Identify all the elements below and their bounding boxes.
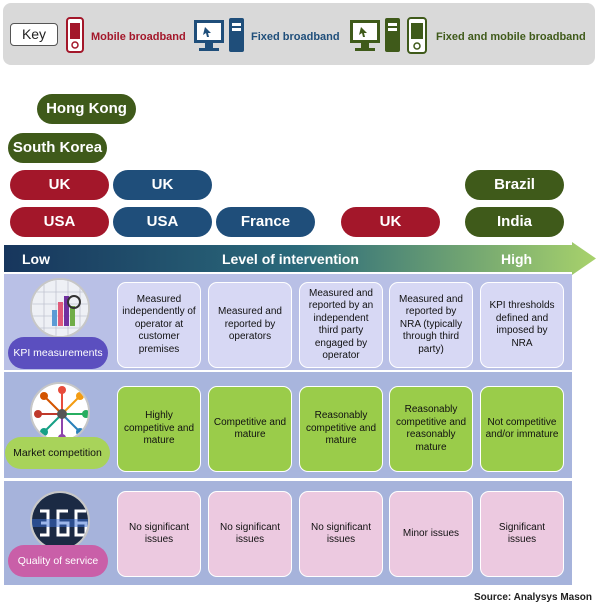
mobile-phone-icon — [66, 17, 84, 53]
market-cell-1: Highly competitive and mature — [117, 386, 201, 472]
arrow-high-label: High — [501, 251, 533, 267]
country-usa-fixed: USA — [113, 207, 212, 237]
country-france: France — [216, 207, 315, 237]
kpi-cell-3: Measured and reported by an independent … — [299, 282, 383, 368]
kpi-measurements-label: KPI measurements — [8, 337, 108, 369]
key-label: Key — [10, 23, 58, 46]
qos-cell-4: Minor issues — [389, 491, 473, 577]
qos-cell-1: No significant issues — [117, 491, 201, 577]
country-south-korea: South Korea — [8, 133, 107, 163]
country-india: India — [465, 207, 564, 237]
key-both-label: Fixed and mobile broadband — [436, 31, 586, 43]
country-uk-col4: UK — [341, 207, 440, 237]
arrow-low-label: Low — [22, 251, 50, 267]
market-cell-5: Not competitive and/or immature — [480, 386, 564, 472]
kpi-cell-4: Measured and reported by NRA (typically … — [389, 282, 473, 368]
country-hong-kong: Hong Kong — [37, 94, 136, 124]
country-uk-fixed: UK — [113, 170, 212, 200]
country-uk-mobile: UK — [10, 170, 109, 200]
country-usa-mobile: USA — [10, 207, 109, 237]
key-fixed-label: Fixed broadband — [251, 31, 340, 43]
intervention-arrow — [4, 242, 596, 275]
desktop-computer-icon — [194, 18, 244, 52]
country-brazil: Brazil — [465, 170, 564, 200]
market-cell-2: Competitive and mature — [208, 386, 292, 472]
quality-of-service-label: Quality of service — [8, 545, 108, 577]
key-legend — [3, 3, 595, 65]
arrow-title: Level of intervention — [222, 251, 359, 267]
market-competition-label: Market competition — [5, 437, 110, 469]
kpi-cell-1: Measured independently of operator at cu… — [117, 282, 201, 368]
quality-of-service-icon — [30, 491, 90, 551]
market-cell-3: Reasonably competitive and mature — [299, 386, 383, 472]
qos-cell-3: No significant issues — [299, 491, 383, 577]
key-mobile-label: Mobile broadband — [91, 31, 186, 43]
market-competition-icon — [30, 382, 90, 442]
kpi-cell-2: Measured and reported by operators — [208, 282, 292, 368]
kpi-cell-5: KPI thresholds defined and imposed by NR… — [480, 282, 564, 368]
kpi-chart-icon — [30, 278, 90, 338]
qos-cell-5: Significant issues — [480, 491, 564, 577]
qos-cell-2: No significant issues — [208, 491, 292, 577]
source-note: Source: Analysys Mason — [473, 592, 592, 603]
market-cell-4: Reasonably competitive and reasonably ma… — [389, 386, 473, 472]
fixed-and-mobile-icon — [350, 17, 427, 54]
